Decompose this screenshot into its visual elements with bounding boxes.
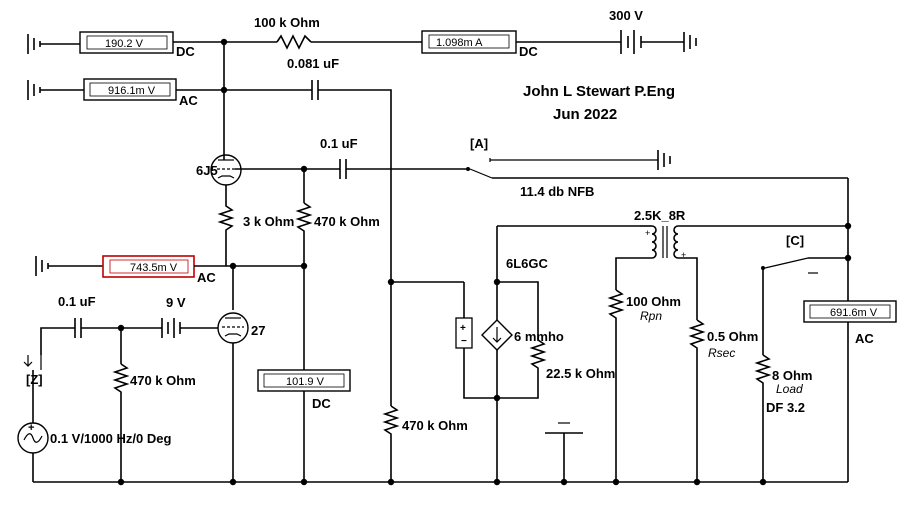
ac-source: + [17,422,49,454]
bus-junctions [117,478,767,486]
voltmeter-cathode-dc[interactable]: 101.9 V [257,369,351,392]
tube-6j5 [210,152,304,186]
label-100k: 100 k Ohm [254,15,320,30]
voltmeter-plate-dc[interactable]: 190.2 V [79,31,174,54]
resistor-100k [276,34,312,50]
transformer-2k5-8r: + + [645,225,686,260]
switch-a[interactable] [466,158,658,179]
voltmeter-cathode-ac[interactable]: 743.5m V [102,255,195,278]
label-rsec: Rsec [708,346,735,360]
capacitor-0081uf [311,80,319,100]
battery-9v [161,318,181,338]
label-01uf-b: 0.1 uF [58,294,96,309]
ground-symbol-left-1 [27,34,41,54]
resistor-470k-grid [295,202,313,266]
voltmeter-output-ac[interactable]: 691.6m V [803,300,897,323]
resistor-load [754,354,772,482]
label-rpn: Rpn [640,309,662,323]
label-300v: 300 V [609,8,643,23]
label-6l6gc: 6L6GC [506,256,549,271]
label-dc-1: DC [176,44,195,59]
resistor-rsec [688,319,706,482]
resistor-rpn [607,289,625,482]
label-switch-a: [A] [470,136,488,151]
voltmeter-cathode-dc-value: 101.9 V [286,376,325,388]
resistor-22k [497,339,547,399]
ground-symbol-right [683,32,697,52]
label-load: Load [776,382,803,396]
label-470k-c: 470 k Ohm [402,418,468,433]
label-switch-z: [Z] [26,372,43,387]
label-ac-2: AC [197,270,216,285]
voltmeter-plate-ac-value: 916.1m V [108,85,156,97]
battery-300v [620,30,642,54]
label-01uf-a: 0.1 uF [320,136,358,151]
resistor-3k [217,200,235,266]
resistor-470k-bias [382,405,400,482]
svg-text:+: + [681,250,686,260]
svg-text:+: + [28,422,34,434]
label-0081uf: 0.081 uF [287,56,339,71]
resistor-470k-input [112,363,130,482]
ground-symbol-left-3 [35,256,49,276]
label-dc-2: DC [519,44,538,59]
voltmeter-plate-dc-value: 190.2 V [105,38,144,50]
label-9v: 9 V [166,295,186,310]
label-df: DF 3.2 [766,400,805,415]
current-source-6l6 [481,319,513,351]
label-xfmr: 2.5K_8R [634,208,686,223]
author-date: Jun 2022 [553,106,617,123]
label-6j5: 6J5 [196,163,218,178]
label-ac-3: AC [855,331,874,346]
label-3k: 3 k Ohm [243,214,294,229]
switch-c[interactable] [761,257,818,274]
label-22k: 22.5 k Ohm [546,366,615,381]
label-470k-a: 470 k Ohm [314,214,380,229]
label-nfb: 11.4 db NFB [520,184,594,199]
svg-text:−: − [461,336,467,347]
voltmeter-plate-ac[interactable]: 916.1m V [83,78,177,101]
capacitor-01uf-nfb [339,159,347,179]
label-05-ohm: 0.5 Ohm [707,329,758,344]
voltmeter-output-ac-value: 691.6m V [830,307,878,319]
ground-symbol-left-2 [27,80,41,100]
label-470k-b: 470 k Ohm [130,373,196,388]
label-8-ohm: 8 Ohm [772,368,812,383]
switch-z[interactable] [23,355,42,370]
label-source: 0.1 V/1000 Hz/0 Deg [50,431,171,446]
svg-text:+: + [460,323,466,334]
tube-27 [217,312,249,344]
label-27: 27 [251,323,265,338]
label-100-ohm: 100 Ohm [626,294,681,309]
author-name: John L Stewart P.Eng [523,83,675,100]
ammeter-value: 1.098m A [436,37,483,49]
svg-text:+: + [645,228,650,238]
ground-chassis [545,422,583,482]
dependent-source-box: + − [455,317,473,349]
voltmeter-cathode-ac-value: 743.5m V [130,262,178,274]
label-6mmho: 6 mmho [514,329,564,344]
label-switch-c: [C] [786,233,804,248]
label-ac-1: AC [179,93,198,108]
ammeter-plate-current[interactable]: 1.098m A [421,30,517,54]
ground-symbol-nfb [657,150,671,170]
capacitor-01uf-input [74,318,82,338]
label-dc-3: DC [312,396,331,411]
